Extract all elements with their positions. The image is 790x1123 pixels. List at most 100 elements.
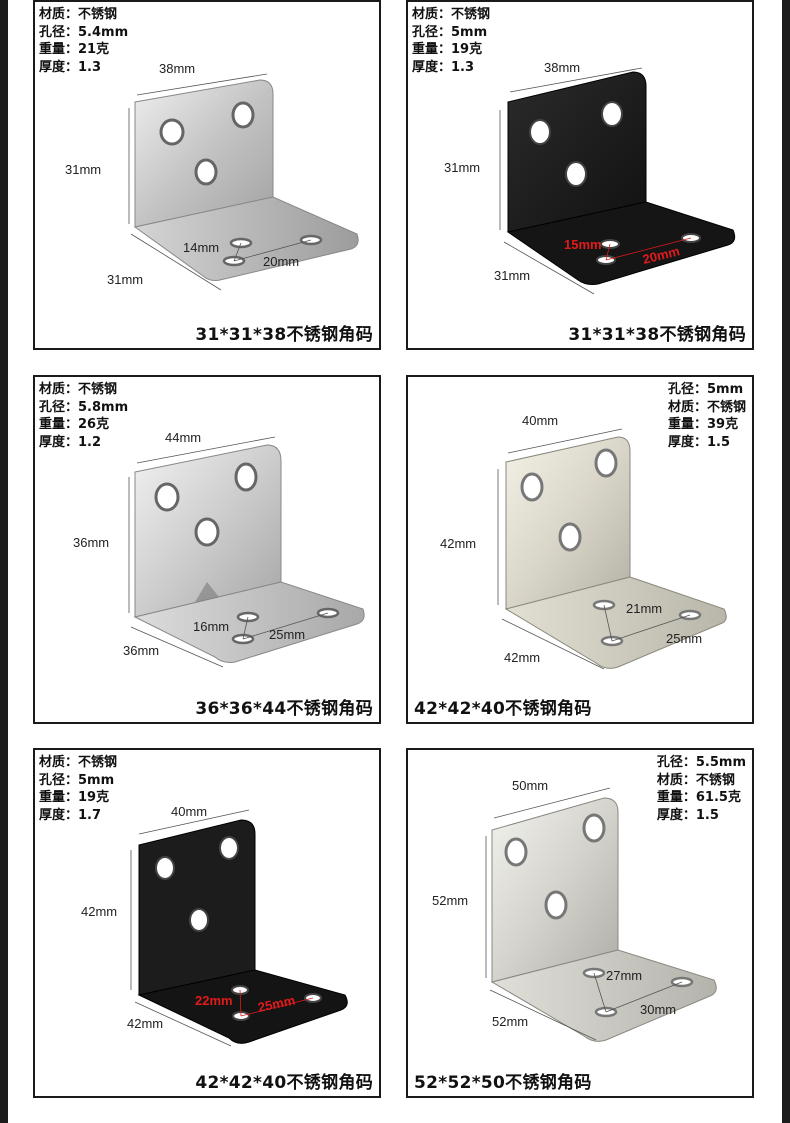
dim-hole-span: 25mm xyxy=(666,631,702,646)
dimension-line xyxy=(242,612,329,640)
mount-hole xyxy=(234,462,258,492)
spec-list: 材质：不锈钢 孔径：5.8mm 重量：26克 厚度：1.2 xyxy=(39,381,128,451)
dim-width: 44mm xyxy=(165,430,201,445)
dim-depth: 31mm xyxy=(494,268,530,283)
dimension-line xyxy=(242,616,249,640)
spec-hole: 孔径：5mm xyxy=(412,24,488,40)
dimension-line xyxy=(138,809,250,835)
spec-list: 孔径：5mm 材质：不锈钢 重量：39克 厚度：1.5 xyxy=(668,381,746,451)
dimension-line xyxy=(605,237,692,261)
bracket-illustration: 50mm 52mm 52mm 27mm 30mm xyxy=(432,778,717,1042)
mount-hole xyxy=(529,119,551,145)
dim-depth: 52mm xyxy=(492,1014,528,1029)
spec-thickness: 厚度：1.7 xyxy=(39,807,102,823)
product-caption: 36*36*44不锈钢角码 xyxy=(195,699,373,719)
bracket-illustration: 44mm 36mm 36mm 16mm 25mm xyxy=(73,430,365,668)
dim-hole-gap: 14mm xyxy=(183,240,219,255)
dimension-line xyxy=(507,428,623,454)
product-panel-1: 材质：不锈钢 孔径：5.4mm 重量：21克 厚度：1.3 xyxy=(33,0,381,350)
dimension-line xyxy=(136,73,268,96)
spec-hole: 孔径：5.5mm xyxy=(656,755,746,770)
mount-hole xyxy=(594,448,618,478)
dim-hole-gap: 21mm xyxy=(626,601,662,616)
dimension-line xyxy=(239,989,242,1017)
spec-weight: 重量：21克 xyxy=(39,42,110,57)
dimension-line xyxy=(605,243,611,261)
spec-thickness: 厚度：1.3 xyxy=(412,59,475,75)
dim-hole-span: 25mm xyxy=(269,627,305,642)
mount-hole xyxy=(231,101,255,129)
dim-width: 40mm xyxy=(522,413,558,428)
dimension-line xyxy=(593,972,607,1013)
dim-width: 38mm xyxy=(159,61,195,76)
dimension-line xyxy=(603,604,613,642)
spec-thickness: 厚度：1.2 xyxy=(39,434,102,450)
product-caption: 31*31*38不锈钢角码 xyxy=(568,325,746,345)
spec-hole: 孔径：5.4mm xyxy=(39,24,129,40)
dim-hole-gap: 15mm xyxy=(564,237,602,252)
mount-hole xyxy=(159,118,185,146)
spec-list: 材质：不锈钢 孔径：5.4mm 重量：21克 厚度：1.3 xyxy=(39,6,128,76)
spec-material: 材质：不锈钢 xyxy=(656,772,735,788)
spec-material: 材质：不锈钢 xyxy=(667,399,746,415)
product-panel-4: 孔径：5mm 材质：不锈钢 重量：39克 厚度：1.5 xyxy=(406,375,754,724)
spec-list: 孔径：5.5mm 材质：不锈钢 重量：61.5克 厚度：1.5 xyxy=(657,754,746,824)
mount-hole xyxy=(219,836,239,860)
dim-height: 36mm xyxy=(73,535,109,550)
spec-material: 材质：不锈钢 xyxy=(39,7,118,22)
product-caption: 42*42*40不锈钢角码 xyxy=(195,1073,373,1093)
dim-width: 38mm xyxy=(544,60,580,75)
spec-material: 材质：不锈钢 xyxy=(412,7,491,22)
dim-depth: 31mm xyxy=(107,272,143,287)
mount-hole xyxy=(154,482,180,512)
product-caption: 31*31*38不锈钢角码 xyxy=(195,325,373,345)
dim-hole-gap: 22mm xyxy=(195,993,233,1008)
mount-hole xyxy=(155,856,175,880)
mount-hole xyxy=(582,813,606,843)
dim-depth: 42mm xyxy=(504,650,540,665)
mount-hole xyxy=(544,890,568,920)
dimension-line xyxy=(233,239,312,262)
dimension-line xyxy=(493,787,611,819)
dim-height: 31mm xyxy=(65,162,101,177)
dimension-line xyxy=(489,989,597,1041)
spec-thickness: 厚度：1.3 xyxy=(39,59,102,75)
dimension-line xyxy=(130,626,224,668)
spec-weight: 重量：19克 xyxy=(39,790,110,805)
dim-height: 52mm xyxy=(432,893,468,908)
spec-list: 材质：不锈钢 孔径：5mm 重量：19克 厚度：1.3 xyxy=(412,6,490,76)
mount-hole xyxy=(520,472,544,502)
product-sheet: 材质：不锈钢 孔径：5.4mm 重量：21克 厚度：1.3 xyxy=(8,0,782,1123)
product-caption: 42*42*40不锈钢角码 xyxy=(414,699,592,719)
mount-hole xyxy=(601,101,623,127)
bracket-illustration: 38mm 31mm 31mm 15mm 20mm xyxy=(444,60,736,295)
spec-list: 材质：不锈钢 孔径：5mm 重量：19克 厚度：1.7 xyxy=(39,754,117,824)
bracket-illustration: 40mm 42mm 42mm 21mm 25mm xyxy=(440,413,727,670)
spec-hole: 孔径：5mm xyxy=(39,772,115,788)
dimension-line xyxy=(136,436,276,464)
dim-hole-gap: 16mm xyxy=(193,619,229,634)
product-caption: 52*52*50不锈钢角码 xyxy=(414,1073,592,1093)
dimension-line xyxy=(233,242,242,262)
mount-hole xyxy=(504,837,528,867)
spec-thickness: 厚度：1.5 xyxy=(667,434,731,450)
dim-depth: 42mm xyxy=(127,1016,163,1031)
dimension-line xyxy=(503,241,595,295)
dimension-line xyxy=(501,618,605,670)
dim-hole-span: 20mm xyxy=(263,254,299,269)
spec-weight: 重量：19克 xyxy=(412,42,483,57)
spec-weight: 重量：39克 xyxy=(667,417,739,432)
dim-hole-gap: 27mm xyxy=(606,968,642,983)
spec-material: 材质：不锈钢 xyxy=(39,382,118,397)
product-panel-3: 材质：不锈钢 孔径：5.8mm 重量：26克 厚度：1.2 xyxy=(33,375,381,724)
product-panel-5: 材质：不锈钢 孔径：5mm 重量：19克 厚度：1.7 40mm 42mm 42… xyxy=(33,748,381,1098)
spec-material: 材质：不锈钢 xyxy=(39,755,118,770)
dim-width: 40mm xyxy=(171,804,207,819)
mount-hole xyxy=(194,158,218,186)
dim-hole-span: 30mm xyxy=(640,1002,676,1017)
dimension-line xyxy=(240,997,314,1017)
spec-hole: 孔径：5mm xyxy=(667,382,744,397)
mount-hole xyxy=(194,517,220,547)
mount-hole xyxy=(189,908,209,932)
dimension-line xyxy=(605,981,683,1013)
